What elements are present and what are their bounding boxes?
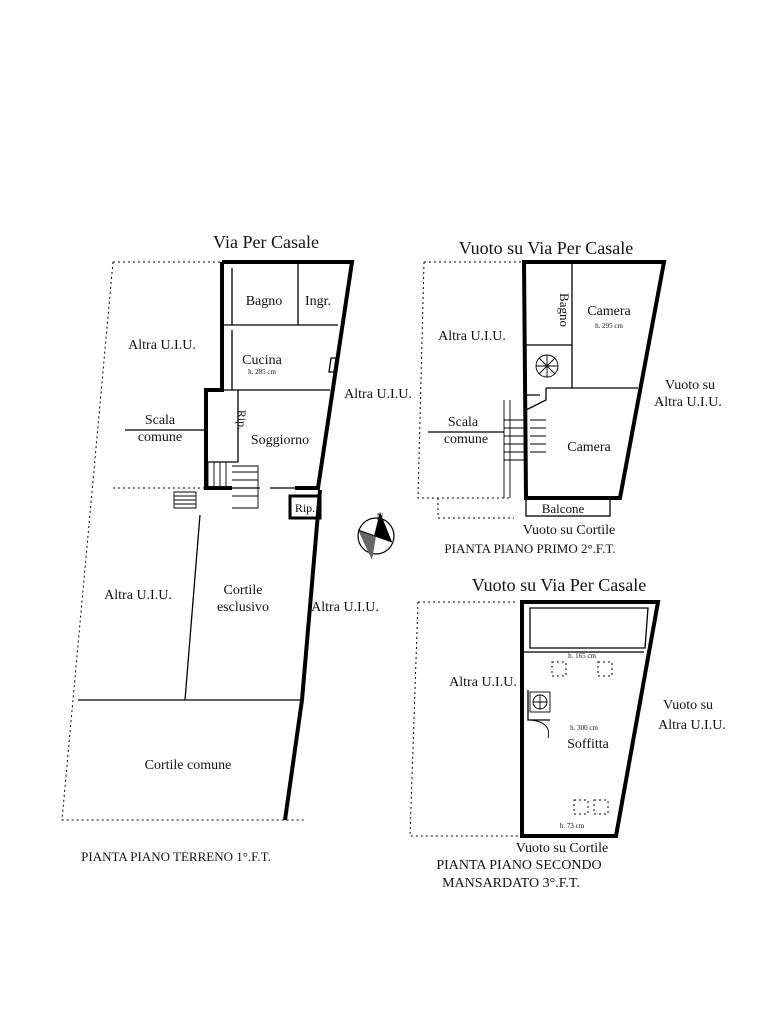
ground-cortile-comune: Cortile comune	[145, 758, 232, 773]
first-street-title: Vuoto su Via Per Casale	[459, 238, 633, 258]
second-vuoto-cortile: Vuoto su Cortile	[516, 841, 609, 856]
ground-altra-uiu-top-left: Altra U.I.U.	[128, 338, 196, 353]
ground-room-cucina: Cucina	[242, 353, 282, 368]
ground-cortile-esclusivo-2: esclusivo	[217, 600, 269, 615]
first-floor-plan	[417, 260, 667, 519]
second-caption-2: MANSARDATO 3°.F.T.	[442, 876, 580, 891]
ground-cortile-esclusivo-1: Cortile	[224, 583, 263, 598]
first-scala-label-1: Scala	[448, 415, 479, 430]
ground-room-ingr: Ingr.	[305, 294, 331, 309]
ground-room-soggiorno: Soggiorno	[251, 433, 309, 448]
second-height-top: h. 165 cm	[568, 652, 596, 660]
ground-room-bagno: Bagno	[246, 294, 283, 309]
first-building-walls	[521, 260, 667, 500]
ground-floor-plan	[61, 260, 355, 821]
second-height-bottom: h. 73 cm	[560, 822, 585, 830]
ground-window-marker	[328, 357, 337, 373]
first-vuoto-cortile: Vuoto su Cortile	[523, 523, 616, 538]
first-spiral-stair	[535, 354, 559, 378]
second-room-soffitta: Soffitta	[567, 737, 610, 752]
second-height-mid: h. 300 cm	[570, 724, 598, 732]
first-vuoto-right-1: Vuoto su	[665, 378, 715, 393]
ground-cortile-esclusivo-line	[78, 514, 302, 701]
north-compass	[357, 512, 395, 560]
ground-room-rip: Rip.	[235, 410, 249, 430]
second-altra-uiu: Altra U.I.U.	[449, 675, 517, 690]
ground-altra-uiu-bottom-left: Altra U.I.U.	[104, 588, 172, 603]
ground-boundary-dotted	[61, 261, 306, 821]
second-street-title: Vuoto su Via Per Casale	[472, 575, 646, 595]
first-altra-uiu: Altra U.I.U.	[438, 329, 506, 344]
first-partitions	[525, 262, 638, 411]
first-vuoto-right-2: Altra U.I.U.	[654, 395, 722, 410]
first-room-balcone: Balcone	[542, 501, 585, 516]
ground-scala-label-2: comune	[138, 430, 182, 445]
second-vuoto-right-2: Altra U.I.U.	[658, 718, 726, 733]
ground-scala-label-1: Scala	[145, 413, 176, 428]
ground-street-title: Via Per Casale	[213, 232, 319, 252]
second-partitions	[522, 607, 649, 721]
second-floor-plan	[409, 600, 661, 838]
first-room-camera-bottom: Camera	[567, 440, 611, 455]
ground-rip-box	[288, 494, 322, 520]
first-boundary-dotted	[417, 261, 522, 519]
second-spiral-stair	[529, 691, 551, 739]
first-room-camera-top: Camera	[587, 304, 631, 319]
first-scala-label-2: comune	[444, 432, 488, 447]
second-boundary-dotted	[409, 601, 520, 837]
ground-cortile-wall	[283, 489, 322, 821]
second-building-walls	[520, 600, 661, 838]
ground-cucina-height: h. 285 cm	[248, 368, 276, 376]
second-caption-1: PIANTA PIANO SECONDO	[436, 858, 601, 873]
ground-altra-uiu-right: Altra U.I.U.	[344, 387, 412, 402]
first-camera-height: h. 295 cm	[595, 322, 623, 330]
ground-stairs	[173, 462, 259, 509]
first-stairs	[503, 400, 546, 498]
second-skylights	[551, 661, 613, 815]
ground-altra-uiu-bottom-right: Altra U.I.U.	[311, 600, 379, 615]
ground-room-rip2: Rip.	[295, 501, 315, 515]
compass-north-label: N	[377, 512, 384, 522]
first-balcone	[525, 497, 611, 517]
first-caption: PIANTA PIANO PRIMO 2°.F.T.	[444, 541, 615, 556]
ground-caption: PIANTA PIANO TERRENO 1°.F.T.	[81, 849, 271, 864]
second-vuoto-right-1: Vuoto su	[663, 698, 713, 713]
first-room-bagno: Bagno	[557, 293, 572, 327]
